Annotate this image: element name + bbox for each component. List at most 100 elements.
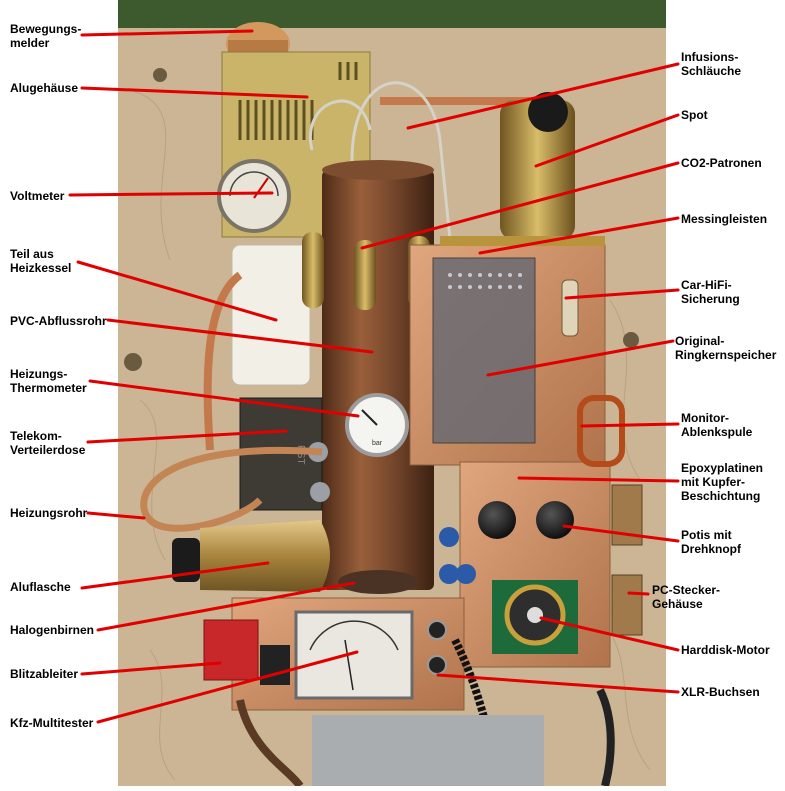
label-line: Blitzableiter	[10, 667, 79, 681]
label-line: Voltmeter	[10, 189, 65, 203]
gauge-text: bar	[372, 440, 383, 447]
pvc-pipe	[231, 244, 311, 386]
label-line: Spot	[681, 108, 708, 122]
label-line: Epoxyplatinen	[681, 461, 764, 475]
housing-vents	[238, 62, 358, 140]
leader-line	[564, 288, 680, 300]
infusion-tube	[350, 81, 452, 241]
label-infusions-schlaeuche: Infusions- Schläuche	[681, 50, 741, 78]
leader-line	[96, 650, 359, 724]
label-line: Aluflasche	[10, 580, 71, 594]
label-harddisk-motor: Harddisk-Motor	[681, 643, 770, 657]
label-line: Sicherung	[681, 292, 740, 306]
label-line: PVC-Abflussrohr	[10, 314, 107, 328]
boiler-cylinder	[322, 170, 434, 590]
label-line: Heizungs-	[10, 367, 68, 381]
label-line: Drehknopf	[681, 542, 741, 556]
leader-lines	[68, 29, 680, 724]
label-pvc-abflussrohr: PVC-Abflussrohr	[10, 314, 107, 328]
label-line: Bewegungs-	[10, 22, 82, 36]
label-line: Harddisk-Motor	[681, 643, 770, 657]
co2-cartridge	[302, 232, 324, 308]
label-halogenbirnen: Halogenbirnen	[10, 623, 94, 637]
nameplate	[260, 645, 290, 685]
top-copper-pipe	[380, 97, 530, 105]
label-original-ringkernspeicher: Original- Ringkernspeicher	[675, 334, 776, 362]
label-spot: Spot	[681, 108, 708, 122]
label-heizungs-thermometer: Heizungs- Thermometer	[10, 367, 87, 395]
label-line: Teil aus	[10, 247, 54, 261]
wood-knot	[623, 332, 639, 348]
leader-line	[486, 339, 675, 377]
alu-bottle	[200, 520, 330, 592]
label-line: Schläuche	[681, 64, 742, 78]
label-monitor-ablenkspule: Monitor- Ablenkspule	[681, 411, 752, 439]
brass-strip	[440, 236, 605, 246]
multitester	[294, 610, 414, 700]
leader-line	[76, 260, 278, 322]
label-line: PC-Stecker-	[652, 583, 721, 597]
leader-line	[360, 161, 680, 250]
verteiler-mark: PST	[295, 445, 306, 464]
junction-box	[312, 715, 544, 786]
label-line: Infusions-	[681, 50, 739, 64]
leader-line	[96, 581, 356, 632]
leader-line	[534, 113, 680, 168]
label-voltmeter: Voltmeter	[10, 189, 64, 203]
wood-knot	[153, 68, 167, 82]
label-line: Telekom-	[10, 429, 62, 443]
leader-line	[80, 86, 309, 99]
leader-line	[86, 511, 146, 520]
leader-line	[88, 379, 360, 418]
car-hifi-fuse	[561, 279, 579, 337]
label-line: Original-	[675, 334, 725, 348]
potentiometer-knob	[536, 501, 574, 539]
label-alugehaeuse: Alugehäuse	[10, 81, 78, 95]
copper-pipe	[203, 271, 243, 451]
label-line: Heizkessel	[10, 261, 72, 275]
label-line: Ringkernspeicher	[675, 348, 777, 362]
label-potis-drehknopf: Potis mit Drehknopf	[681, 528, 741, 556]
leader-line	[562, 524, 680, 543]
leader-line	[406, 62, 680, 130]
label-line: Monitor-	[681, 411, 729, 425]
deflection-coil	[577, 395, 625, 467]
label-line: Ablenkspule	[681, 425, 753, 439]
label-co2-patronen: CO2-Patronen	[681, 156, 762, 170]
wood-knot	[124, 353, 142, 371]
label-line: Beschichtung	[681, 489, 761, 503]
label-line: Gehäuse	[652, 597, 703, 611]
label-heizungsrohr: Heizungsrohr	[10, 506, 87, 520]
label-line: melder	[10, 36, 50, 50]
label-teil-heizkessel: Teil aus Heizkessel	[10, 247, 71, 275]
label-blitzableiter: Blitzableiter	[10, 667, 78, 681]
label-line: Halogenbirnen	[10, 623, 95, 637]
label-line: Verteilerdose	[10, 443, 86, 457]
label-telekom-verteilerdose: Telekom- Verteilerdose	[10, 429, 85, 457]
label-line: Potis mit	[681, 528, 732, 542]
label-epoxyplatinen: Epoxyplatinen mit Kupfer- Beschichtung	[681, 461, 763, 503]
cable	[596, 688, 615, 788]
xlr-jack	[427, 620, 447, 640]
label-xlr-buchsen: XLR-Buchsen	[681, 685, 760, 699]
label-bewegungsmelder: Bewegungs- melder	[10, 22, 81, 50]
heating-tube	[140, 447, 323, 532]
label-aluflasche: Aluflasche	[10, 580, 71, 594]
label-line: Thermometer	[10, 381, 87, 395]
leader-line	[106, 318, 374, 354]
label-messingleisten: Messingleisten	[681, 212, 767, 226]
label-line: XLR-Buchsen	[681, 685, 760, 699]
label-line: Kfz-Multitester	[10, 716, 94, 730]
label-line: Alugehäuse	[10, 81, 79, 95]
leader-line	[478, 216, 680, 255]
lightning-arrester	[203, 619, 259, 681]
xlr-jack	[427, 655, 447, 675]
leader-line	[539, 616, 680, 652]
label-pc-stecker-gehaeuse: PC-Stecker- Gehäuse	[652, 583, 720, 611]
leader-line	[436, 673, 680, 694]
leader-line	[627, 591, 650, 596]
leader-line	[80, 661, 222, 676]
leader-line	[517, 476, 680, 483]
